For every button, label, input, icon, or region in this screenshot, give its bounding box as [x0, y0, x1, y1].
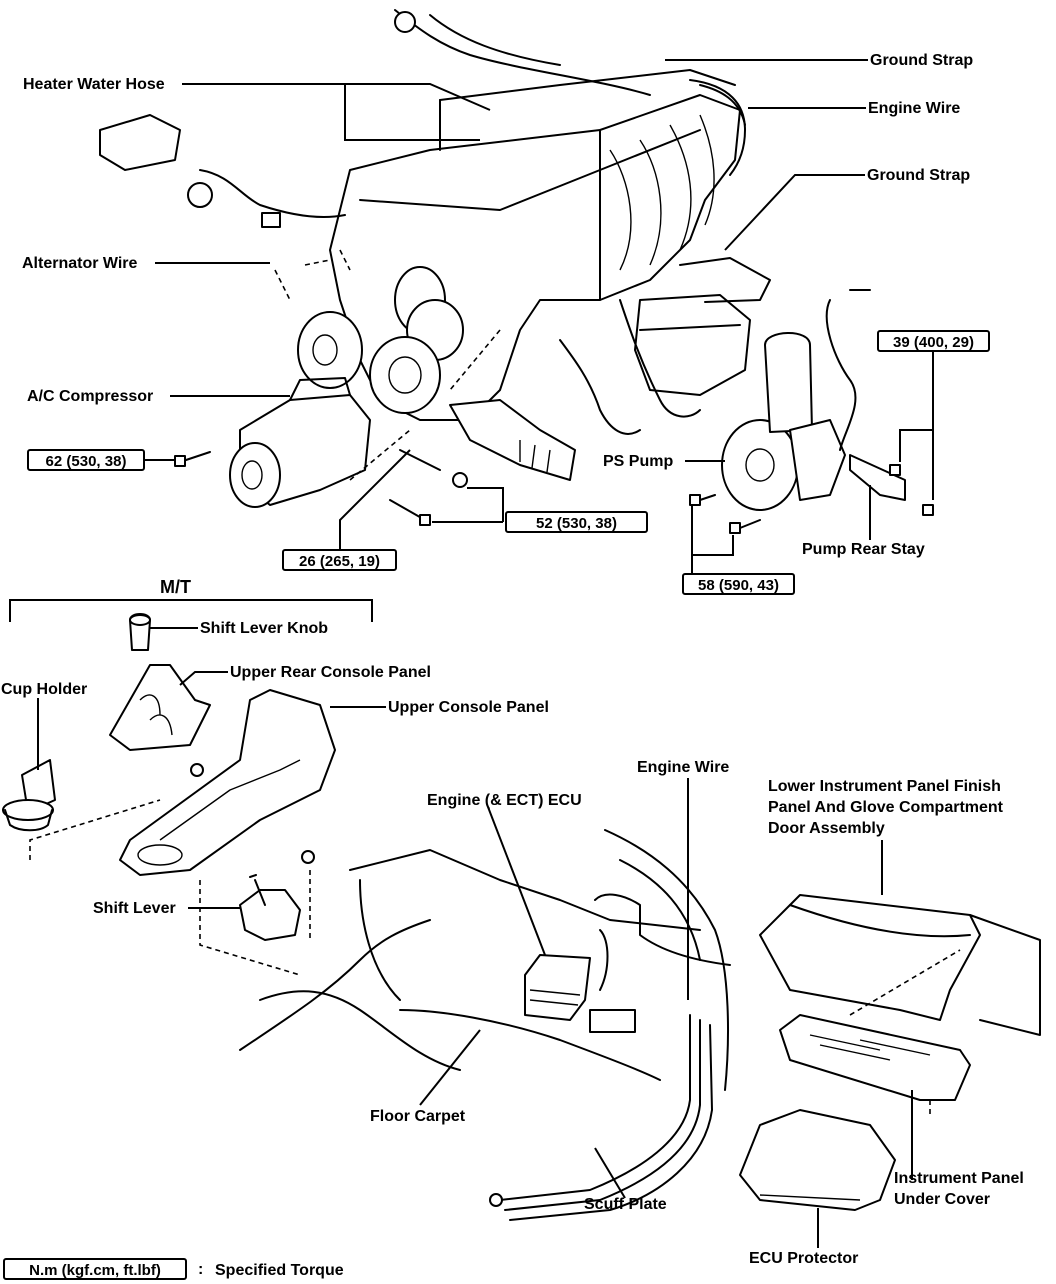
- label-scuff-plate: Scuff Plate: [584, 1196, 667, 1213]
- legend-specified-torque: Specified Torque: [215, 1262, 344, 1279]
- label-cup-holder: Cup Holder: [1, 681, 88, 698]
- label-lower-instrument-panel: Lower Instrument Panel Finish Panel And …: [768, 778, 1003, 837]
- label-ac-compressor: A/C Compressor: [27, 388, 154, 405]
- upper-rear-console-drawing: [109, 664, 211, 751]
- legend-colon: :: [198, 1261, 204, 1278]
- shift-lever-knob-drawing: [129, 613, 151, 651]
- leader-lines: [37, 59, 934, 1248]
- torque-box-52: 52 (530, 38): [505, 511, 648, 533]
- label-ground-strap-2: Ground Strap: [867, 167, 971, 184]
- center-bolts: [389, 449, 468, 526]
- upper-console-drawing: [29, 689, 336, 876]
- engine-assembly: [99, 9, 771, 481]
- torque-box-58: 58 (590, 43): [682, 573, 795, 595]
- torque-box-62: 62 (530, 38): [27, 449, 145, 471]
- shift-lever-drawing: [199, 870, 311, 976]
- label-ps-pump: PS Pump: [603, 453, 674, 470]
- label-floor-carpet: Floor Carpet: [370, 1108, 466, 1125]
- glove-compartment-drawing: [739, 894, 1041, 1211]
- label-heater-water-hose: Heater Water Hose: [23, 76, 165, 93]
- label-engine-wire-top: Engine Wire: [868, 100, 961, 117]
- label-ecu-protector: ECU Protector: [749, 1250, 859, 1267]
- mt-bracket: [9, 599, 373, 622]
- label-upper-rear-console-panel: Upper Rear Console Panel: [230, 664, 431, 681]
- label-ground-strap-1: Ground Strap: [870, 52, 974, 69]
- legend-torque-unit-box: N.m (kgf.cm, ft.lbf): [3, 1258, 187, 1280]
- ps-pump-drawing: [689, 289, 934, 534]
- label-engine-wire-bottom: Engine Wire: [637, 759, 730, 776]
- label-pump-rear-stay: Pump Rear Stay: [802, 541, 925, 558]
- cup-holder-drawing: [2, 759, 56, 832]
- label-shift-lever: Shift Lever: [93, 900, 176, 917]
- torque-box-39: 39 (400, 29): [877, 330, 990, 352]
- label-alternator-wire: Alternator Wire: [22, 255, 138, 272]
- label-shift-lever-knob: Shift Lever Knob: [200, 620, 329, 637]
- torque-box-26: 26 (265, 19): [282, 549, 397, 571]
- ac-compressor-drawing: [174, 377, 411, 508]
- interior-dashboard-drawing: [239, 829, 731, 1221]
- label-mt: M/T: [160, 577, 191, 597]
- label-engine-ect-ecu: Engine (& ECT) ECU: [427, 792, 582, 809]
- label-instrument-panel-under-cover: Instrument Panel Under Cover: [894, 1170, 1024, 1208]
- label-upper-console-panel: Upper Console Panel: [388, 699, 549, 716]
